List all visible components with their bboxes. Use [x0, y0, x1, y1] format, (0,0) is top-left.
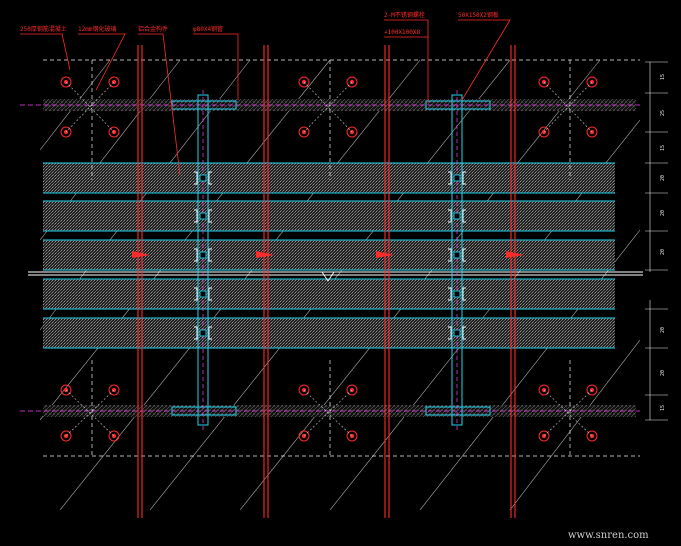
- clip-bracket: [448, 248, 466, 262]
- dim-top-5: 20: [660, 210, 666, 216]
- dim-top-4: 20: [660, 175, 666, 181]
- steel-post-centerlines: [202, 90, 458, 430]
- dim-bottom-2: 20: [660, 370, 666, 376]
- label-angle: ∠100X100X8: [384, 29, 421, 36]
- dim-top-6: 20: [660, 249, 666, 255]
- bolt-cross-lines: [543, 389, 593, 437]
- vertical-mullions: [137, 45, 516, 518]
- clip-bracket: [448, 326, 466, 340]
- watermark: www.snren.com: [568, 530, 649, 541]
- label-concrete: 250厚钢筋混凝土: [20, 25, 67, 33]
- dim-bottom-1: 20: [660, 327, 666, 333]
- dim-top-3: 15: [660, 145, 666, 151]
- bolt-icon: [538, 384, 550, 396]
- label-steel-plate: 50X150X2钢板: [458, 11, 499, 19]
- clip-bracket: [194, 326, 212, 340]
- dimension-chain-right: [645, 61, 668, 421]
- dim-top-1: 15: [660, 74, 666, 80]
- bolt-icon: [60, 430, 72, 442]
- bolt-cross-lines: [65, 389, 115, 437]
- clip-bracket: [448, 209, 466, 223]
- label-steel-pipe: φ80X4钢管: [193, 25, 223, 33]
- anchor-bolts: [60, 76, 598, 442]
- mullion: [510, 45, 516, 518]
- magenta-axis-lines: [20, 104, 640, 412]
- label-bolt: 2-M不锈钢螺栓: [384, 11, 425, 19]
- steel-posts: [171, 94, 491, 426]
- bolt-cross-lines: [543, 81, 593, 133]
- post-clip-brackets: [194, 171, 466, 340]
- bottom-beam-slab: [43, 405, 636, 417]
- bolt-icon: [298, 76, 310, 88]
- bolt-icon: [298, 384, 310, 396]
- clip-bracket: [194, 287, 212, 301]
- mullion: [263, 45, 269, 518]
- label-glass: 12mm钢化玻璃: [78, 25, 116, 33]
- glass-panels: [43, 163, 615, 348]
- top-beam-slab: [43, 99, 636, 111]
- clip-bracket: [448, 171, 466, 185]
- bolt-cross-lines: [303, 389, 353, 437]
- mullion: [137, 45, 143, 518]
- bolt-icon: [538, 76, 550, 88]
- bolt-cross-lines: [65, 81, 115, 133]
- mullion: [384, 45, 390, 518]
- label-aluminum: 铝合金构件: [138, 25, 168, 33]
- bolt-cross-lines: [303, 81, 353, 133]
- section-cut-line: [28, 271, 643, 282]
- dim-bottom-3: 15: [660, 405, 666, 411]
- red-arrow-markers: [132, 251, 524, 258]
- clip-bracket: [194, 209, 212, 223]
- dim-top-2: 25: [660, 110, 666, 116]
- clip-bracket: [194, 248, 212, 262]
- bolt-icon: [346, 384, 358, 396]
- label-leader-lines: [20, 19, 511, 176]
- clip-bracket: [448, 287, 466, 301]
- clip-bracket: [194, 171, 212, 185]
